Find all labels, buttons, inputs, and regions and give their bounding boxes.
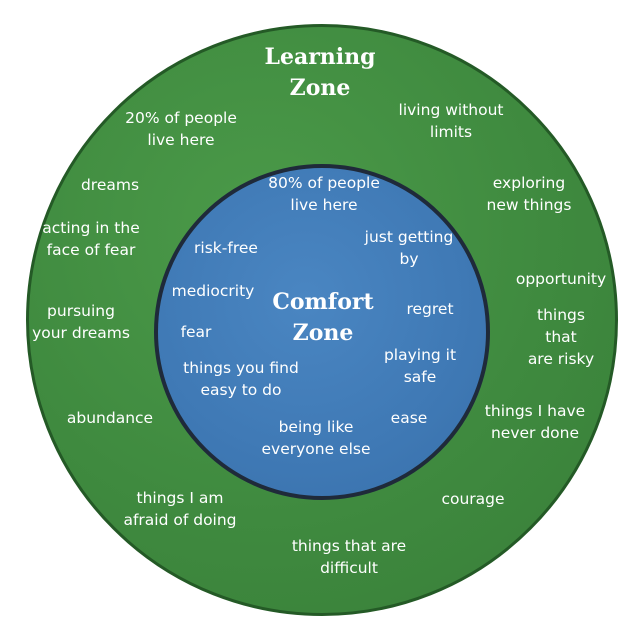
learning-item-exploring: exploring new things [486, 174, 572, 214]
learning-item-courage: courage [441, 490, 505, 508]
comfort-item-mediocrity: mediocrity [171, 282, 255, 300]
learning-item-abundance: abundance [66, 409, 154, 427]
comfort-item-risk-free: risk-free [194, 239, 258, 257]
comfort-item-just-getting-by: just getting by [364, 228, 454, 268]
learning-item-pursuing: pursuing your dreams [32, 302, 130, 342]
learning-item-living-without-limits: living without limits [398, 101, 504, 141]
learning-item-dreams: dreams [80, 176, 140, 194]
comfort-item-playing-safe: playing it safe [383, 346, 457, 386]
comfort-zone-title: Comfort Zone [272, 289, 374, 346]
comfort-item-eighty-percent: 80% of people live here [268, 174, 380, 214]
learning-item-difficult: things that are difficult [291, 537, 407, 577]
learning-zone-title: Learning Zone [264, 44, 376, 101]
learning-item-twenty-percent: 20% of people live here [125, 109, 237, 149]
learning-item-never-done: things I have never done [484, 402, 586, 442]
comfort-item-fear: fear [180, 323, 212, 341]
learning-item-risky: things that are risky [527, 306, 595, 368]
comfort-item-like-everyone: being like everyone else [261, 418, 371, 458]
comfort-item-easy: things you find easy to do [183, 359, 299, 399]
learning-item-opportunity: opportunity [515, 270, 607, 288]
learning-item-acting-fear: acting in the face of fear [42, 219, 140, 259]
comfort-item-ease: ease [390, 409, 428, 427]
comfort-item-regret: regret [406, 300, 454, 318]
comfort-zone-circle [154, 164, 490, 500]
learning-item-afraid: things I am afraid of doing [123, 489, 237, 529]
